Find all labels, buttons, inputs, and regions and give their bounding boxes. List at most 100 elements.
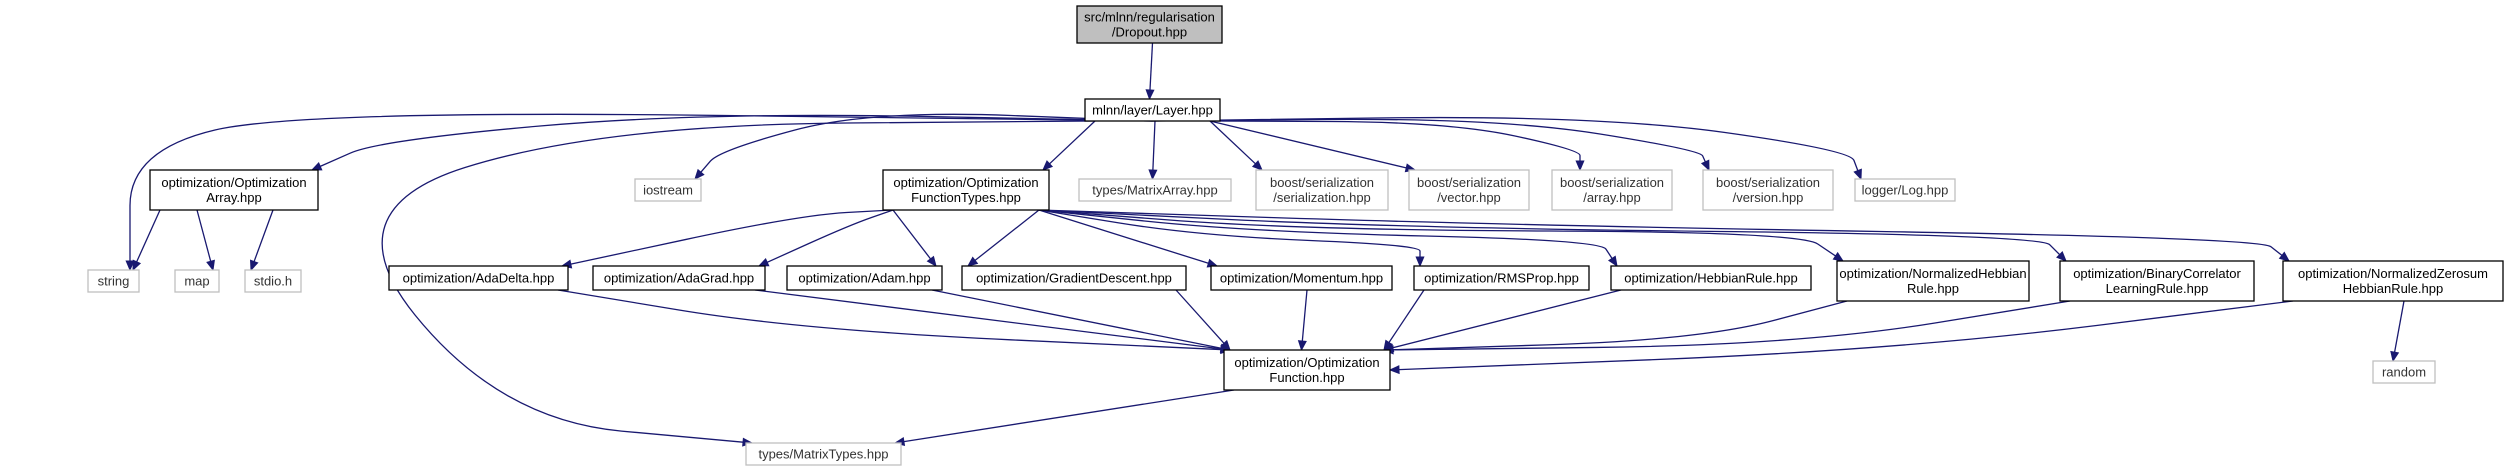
node-box bbox=[244, 269, 302, 293]
node-rmsprop[interactable]: optimization/RMSProp.hpp bbox=[1413, 265, 1590, 291]
edge-line bbox=[1038, 209, 1613, 259]
edge-layer-to-boostser bbox=[1209, 120, 1263, 171]
node-box bbox=[87, 269, 140, 293]
node-label: boost/serialization bbox=[1417, 175, 1521, 190]
edge-optfunc-to-matrixtypes bbox=[893, 389, 1235, 447]
edge-optfunctypes-to-adadelta bbox=[560, 209, 894, 269]
node-label: logger/Log.hpp bbox=[1862, 183, 1949, 198]
node-box bbox=[1551, 169, 1673, 211]
edge-line bbox=[1038, 209, 1836, 257]
node-boostarr: boost/serialization/array.hpp bbox=[1551, 169, 1673, 211]
edge-arrowhead bbox=[132, 259, 142, 272]
node-label: optimization/Momentum.hpp bbox=[1220, 271, 1383, 286]
node-box bbox=[786, 265, 943, 291]
node-label: random bbox=[2382, 365, 2426, 380]
node-adagrad[interactable]: optimization/AdaGrad.hpp bbox=[592, 265, 766, 291]
edge-optfunctypes-to-normzero bbox=[1038, 209, 2291, 262]
node-label: iostream bbox=[643, 183, 693, 198]
edge-line bbox=[903, 389, 1235, 443]
edge-graddesc-to-optfunc bbox=[1175, 289, 1231, 351]
edge-line bbox=[570, 209, 894, 265]
node-label: Array.hpp bbox=[206, 190, 261, 205]
edge-arrowhead bbox=[206, 259, 215, 272]
edge-normzero-to-random bbox=[2390, 300, 2405, 363]
edge-layer-to-boostvec bbox=[1209, 120, 1417, 173]
node-label: mlnn/layer/Layer.hpp bbox=[1092, 103, 1213, 118]
node-box bbox=[1836, 260, 2030, 302]
edge-line bbox=[1149, 42, 1154, 91]
edge-optfunctypes-to-normhebbian bbox=[1038, 209, 1845, 262]
node-map: map bbox=[174, 269, 220, 293]
node-momentum[interactable]: optimization/Momentum.hpp bbox=[1210, 265, 1393, 291]
node-label: types/MatrixTypes.hpp bbox=[758, 447, 888, 462]
edge-line bbox=[1392, 300, 2071, 351]
edge-arrowhead bbox=[1853, 168, 1862, 181]
edge-optarray-to-stdio bbox=[249, 209, 274, 272]
edge-layer-to-optfunctypes bbox=[1042, 120, 1096, 171]
edge-line bbox=[1209, 120, 1581, 161]
edge-line bbox=[196, 209, 212, 262]
edge-arrowhead bbox=[694, 168, 705, 180]
edge-layer-to-optarray bbox=[310, 114, 1153, 171]
edge-arrowhead bbox=[1251, 160, 1263, 171]
node-label: optimization/GradientDescent.hpp bbox=[976, 271, 1172, 286]
node-box bbox=[1223, 349, 1391, 391]
node-box bbox=[2059, 260, 2255, 302]
edge-line bbox=[1388, 289, 1425, 343]
node-label: optimization/Optimization bbox=[1234, 355, 1379, 370]
node-label: optimization/NormalizedZerosum bbox=[2298, 266, 2488, 281]
node-bincorr[interactable]: optimization/BinaryCorrelatorLearningRul… bbox=[2059, 260, 2255, 302]
edge-arrowhead bbox=[1575, 160, 1585, 172]
edge-line bbox=[1392, 289, 1622, 349]
node-box bbox=[592, 265, 766, 291]
node-label: boost/serialization bbox=[1716, 175, 1820, 190]
edge-line bbox=[319, 114, 1153, 167]
node-random: random bbox=[2372, 360, 2436, 384]
edge-arrowhead bbox=[926, 255, 937, 268]
node-box bbox=[1210, 265, 1393, 291]
edge-arrowhead bbox=[1388, 365, 1400, 375]
edge-line bbox=[892, 209, 932, 260]
edge-arrowhead bbox=[1145, 89, 1155, 101]
edge-line bbox=[381, 120, 1096, 443]
edge-optfunctypes-to-rmsprop bbox=[1038, 209, 1425, 268]
node-dropout[interactable]: src/mlnn/regularisation/Dropout.hpp bbox=[1076, 5, 1223, 44]
node-label: optimization/Optimization bbox=[893, 175, 1038, 190]
node-label: types/MatrixArray.hpp bbox=[1092, 183, 1217, 198]
node-layer[interactable]: mlnn/layer/Layer.hpp bbox=[1084, 98, 1221, 122]
node-label: /version.hpp bbox=[1733, 190, 1804, 205]
node-normzero[interactable]: optimization/NormalizedZerosumHebbianRul… bbox=[2282, 260, 2504, 302]
node-label: optimization/AdaDelta.hpp bbox=[403, 271, 555, 286]
node-graddesc[interactable]: optimization/GradientDescent.hpp bbox=[961, 265, 1187, 291]
edge-hebbian-to-optfunc bbox=[1382, 289, 1622, 353]
edge-normzero-to-optfunc bbox=[1388, 300, 2294, 375]
node-adadelta[interactable]: optimization/AdaDelta.hpp bbox=[388, 265, 569, 291]
edge-line bbox=[1038, 209, 1421, 257]
node-hebbian[interactable]: optimization/HebbianRule.hpp bbox=[1610, 265, 1812, 291]
edge-dropout-to-layer bbox=[1145, 42, 1155, 101]
edge-normhebbian-to-optfunc bbox=[1382, 300, 1848, 355]
edge-line bbox=[754, 289, 1222, 350]
edge-line bbox=[931, 289, 1222, 349]
edge-arrowhead bbox=[757, 257, 770, 267]
edge-line bbox=[1209, 120, 1407, 169]
edge-arrowhead bbox=[1297, 340, 1307, 352]
edge-line bbox=[2393, 300, 2405, 353]
edge-optfunctypes-to-adam bbox=[892, 209, 937, 268]
node-box bbox=[1084, 98, 1221, 122]
node-box bbox=[634, 178, 702, 202]
node-box bbox=[388, 265, 569, 291]
node-matrixarray: types/MatrixArray.hpp bbox=[1078, 178, 1232, 202]
node-optfunctypes[interactable]: optimization/OptimizationFunctionTypes.h… bbox=[882, 169, 1050, 211]
node-label: stdio.h bbox=[254, 274, 292, 289]
edge-line bbox=[557, 289, 1222, 351]
edge-optfunctypes-to-momentum bbox=[1038, 209, 1219, 268]
node-label: HebbianRule.hpp bbox=[2343, 281, 2443, 296]
node-label: optimization/Optimization bbox=[161, 175, 306, 190]
node-adam[interactable]: optimization/Adam.hpp bbox=[786, 265, 943, 291]
node-box bbox=[1078, 178, 1232, 202]
edge-momentum-to-optfunc bbox=[1297, 289, 1308, 352]
